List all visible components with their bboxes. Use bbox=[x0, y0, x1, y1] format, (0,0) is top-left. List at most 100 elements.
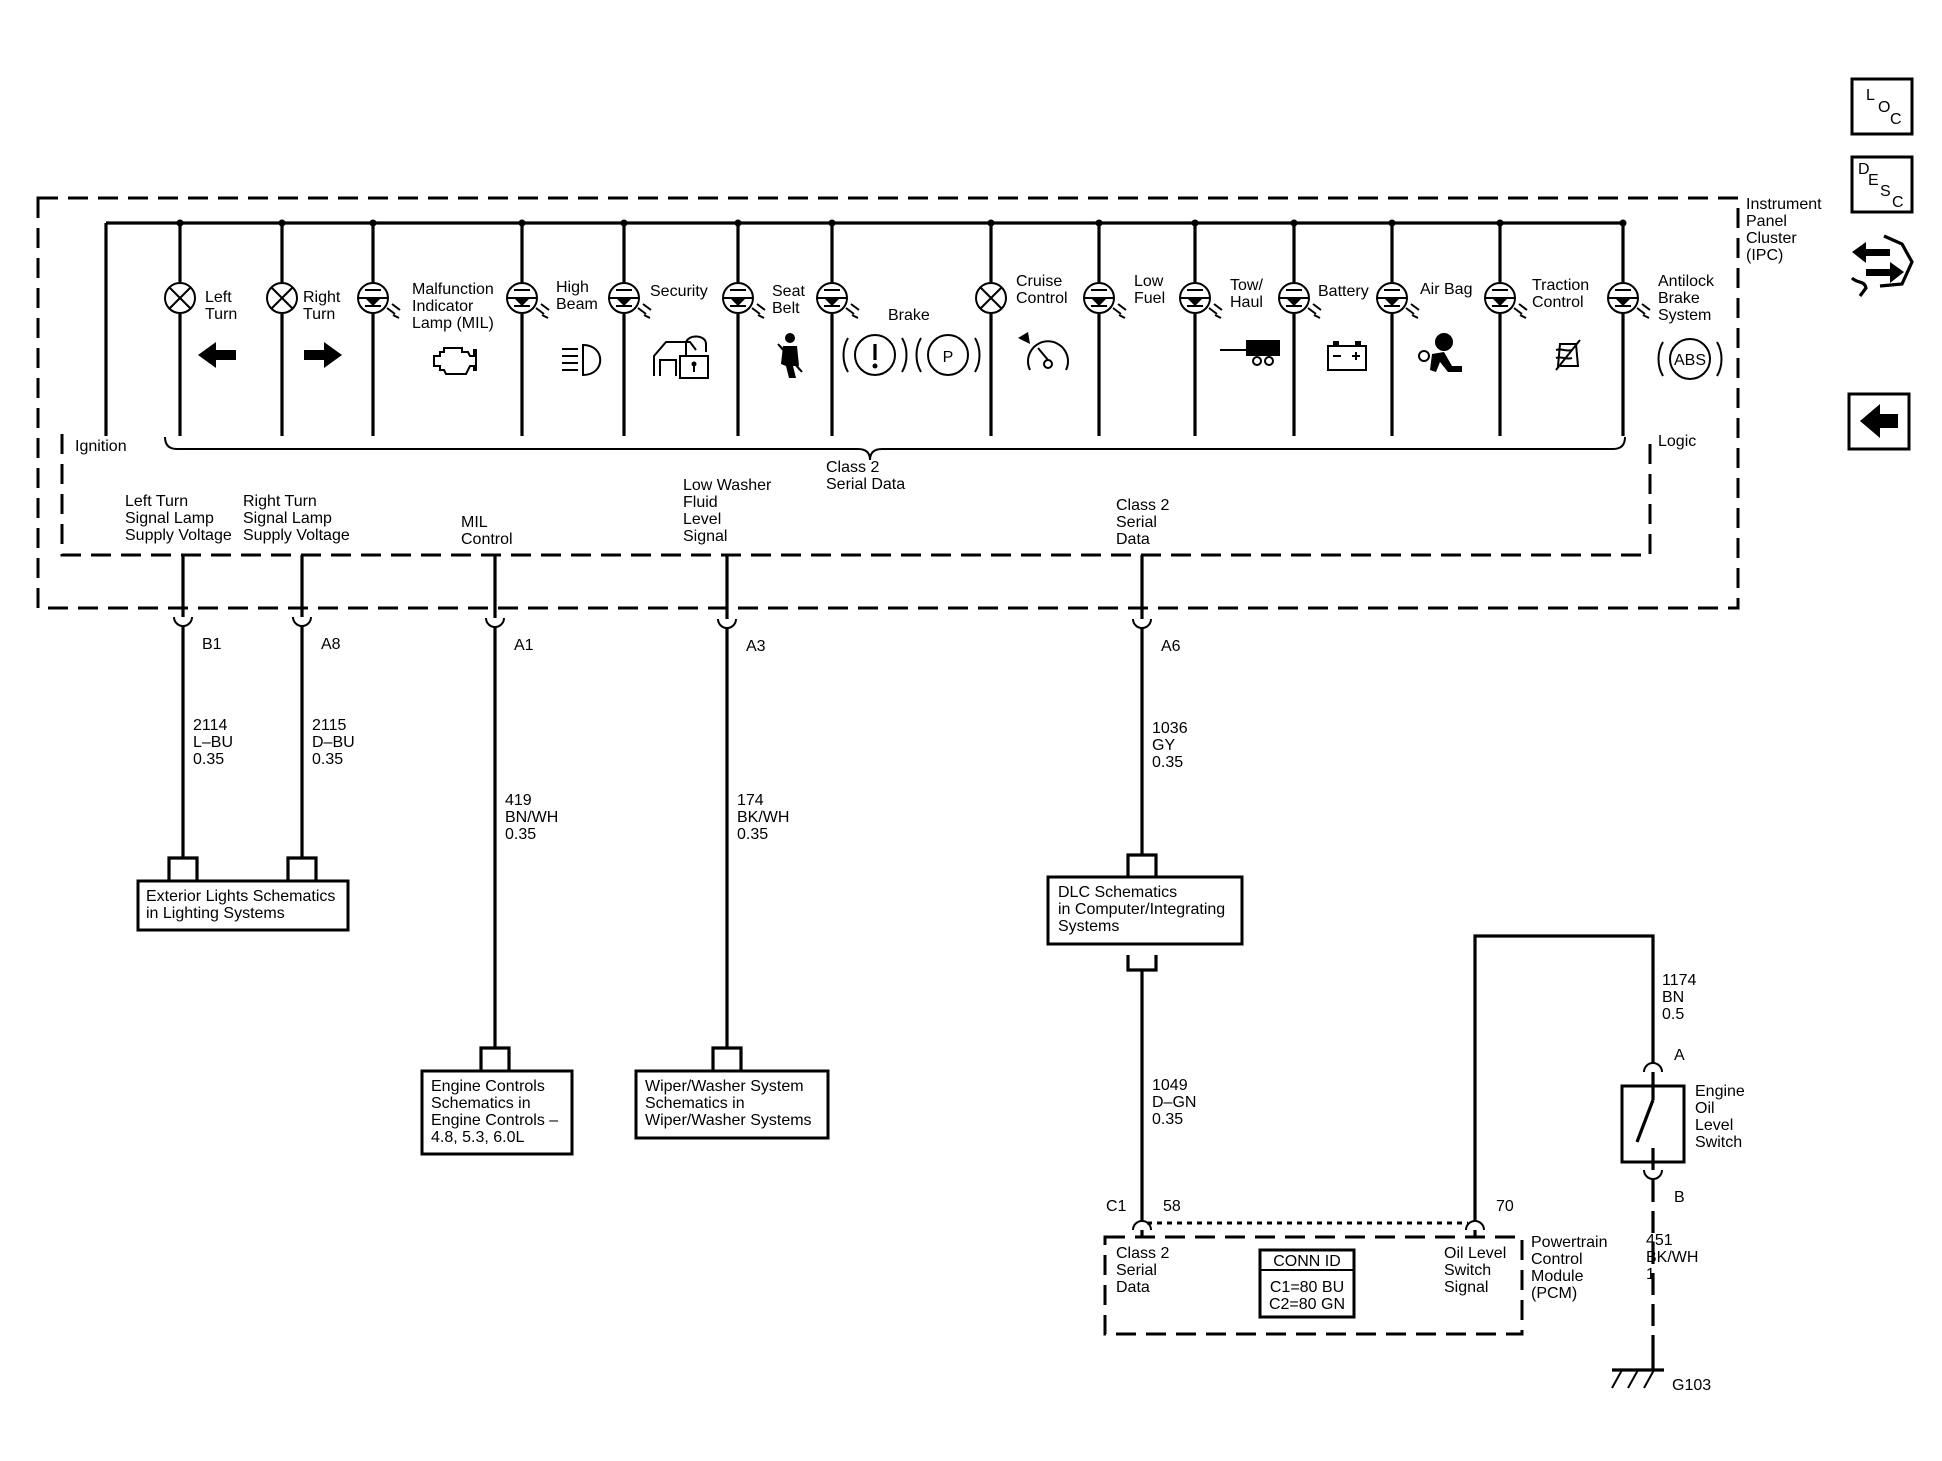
led-icon bbox=[1607, 282, 1651, 319]
dlc-reference[interactable]: DLC Schematics in Computer/Integrating S… bbox=[1046, 875, 1244, 946]
indicator-label-10-line-2: Haul bbox=[1230, 294, 1263, 311]
signal-label-a8-line-2: Signal Lamp bbox=[243, 510, 332, 527]
conn-id-c1: C1=80 BU bbox=[1270, 1279, 1344, 1296]
indicator-label-7-line-1: Brake bbox=[888, 307, 930, 324]
ipc-indicator-columns bbox=[164, 219, 1651, 436]
harness-connector-a1 bbox=[479, 1046, 511, 1071]
signal-label-b1-line-3: Supply Voltage bbox=[125, 527, 232, 544]
tow-haul-icon bbox=[1220, 340, 1280, 366]
engine-ref-line-2: Schematics in bbox=[431, 1095, 531, 1112]
led-icon bbox=[1278, 282, 1322, 319]
led-icon bbox=[1376, 282, 1420, 319]
ignition-label: Ignition bbox=[75, 438, 127, 455]
ground-g103-icon bbox=[1611, 1352, 1664, 1389]
signal-label-a3-line-2: Fluid bbox=[683, 494, 718, 511]
indicator-label-3-line-1: Malfunction bbox=[412, 281, 494, 298]
pcm-pin-70 bbox=[1465, 1220, 1485, 1231]
wire-451-number: 451 bbox=[1646, 1232, 1673, 1249]
wire-451-gauge: 1 bbox=[1646, 1266, 1655, 1283]
wire-1174-gauge: 0.5 bbox=[1662, 1006, 1684, 1023]
switch-pin-a-label: A bbox=[1674, 1047, 1685, 1064]
security-lock-icon bbox=[653, 335, 709, 379]
ipc-title: Instrument Panel Cluster (IPC) bbox=[1746, 196, 1822, 264]
wiper-washer-reference[interactable]: Wiper/Washer System Schematics in Wiper/… bbox=[634, 1069, 830, 1140]
desc-letter-s: S bbox=[1880, 183, 1891, 200]
ipc-logic-boundary bbox=[60, 434, 1652, 557]
desc-button[interactable]: D E S C bbox=[1850, 155, 1914, 214]
wire-label-b1-line-3: 0.35 bbox=[193, 751, 224, 768]
loc-button-icon: L O C bbox=[1866, 87, 1902, 128]
desc-letter-d: D bbox=[1858, 161, 1870, 178]
indicator-label-10-line-1: Tow/ bbox=[1230, 277, 1263, 294]
connector-pin-a1 bbox=[485, 617, 505, 628]
wire-label-b1-line-1: 2114 bbox=[193, 717, 228, 734]
wire-label-a3-line-1: 174 bbox=[737, 792, 764, 809]
pcm-title: Powertrain Control Module (PCM) bbox=[1531, 1234, 1607, 1302]
brake-warning-icon bbox=[842, 334, 908, 376]
signal-label-a3-line-3: Level bbox=[683, 511, 721, 528]
desc-letter-c: C bbox=[1892, 194, 1904, 211]
signal-label-a6-line-3: Data bbox=[1116, 531, 1150, 548]
loc-letter-l: L bbox=[1866, 87, 1875, 104]
pcm-title-line-3: Module bbox=[1531, 1268, 1584, 1285]
wire-1174-number: 1174 bbox=[1662, 972, 1697, 989]
engine-controls-reference[interactable]: Engine Controls Schematics in Engine Con… bbox=[420, 1069, 574, 1156]
connector-pin-a6 bbox=[1132, 618, 1152, 629]
abs-icon: ABS bbox=[1657, 338, 1723, 380]
signal-label-a1-line-2: Control bbox=[461, 531, 513, 548]
battery-icon bbox=[1327, 341, 1367, 371]
indicator-label-6-line-2: Belt bbox=[772, 300, 800, 317]
wiper-ref-line-2: Schematics in bbox=[645, 1095, 745, 1112]
pcm-connector-c1: C1 bbox=[1106, 1198, 1127, 1215]
pcm-pin-58 bbox=[1132, 1220, 1152, 1231]
high-beam-icon bbox=[562, 343, 602, 377]
back-button[interactable] bbox=[1847, 392, 1911, 451]
pcm-pin-70-label: 70 bbox=[1496, 1198, 1514, 1215]
led-icon bbox=[608, 282, 652, 319]
conn-id-title: CONN ID bbox=[1273, 1253, 1341, 1270]
connector-view-button[interactable] bbox=[1850, 234, 1914, 297]
pcm-boundary bbox=[1103, 1235, 1524, 1336]
engine-ref-line-3: Engine Controls – bbox=[431, 1112, 558, 1129]
class2-bus-label-line-1: Class 2 bbox=[826, 459, 879, 476]
pcm-oil-signal-label: Oil Level Switch Signal bbox=[1444, 1245, 1506, 1296]
loc-letter-o: O bbox=[1878, 99, 1890, 116]
back-arrow-icon bbox=[1860, 404, 1898, 438]
pcm-class2-line-3: Data bbox=[1116, 1279, 1150, 1296]
led-icon bbox=[1484, 282, 1528, 319]
bulb-x-icon bbox=[266, 282, 298, 314]
indicator-3 bbox=[357, 219, 401, 436]
engine-oil-level-switch bbox=[1620, 1084, 1686, 1164]
dlc-ref-line-3: Systems bbox=[1058, 918, 1119, 935]
wire-label-a6-line-2: GY bbox=[1152, 737, 1175, 754]
wire-1049-number: 1049 bbox=[1152, 1077, 1188, 1094]
indicator-label-2-line-2: Turn bbox=[303, 306, 335, 323]
indicator-label-12-line-1: Air Bag bbox=[1420, 281, 1472, 298]
indicator-label-4-line-2: Beam bbox=[556, 296, 598, 313]
connector-pin-b1 bbox=[173, 616, 193, 627]
indicator-8 bbox=[975, 219, 1007, 436]
pin-label-b1: B1 bbox=[202, 636, 222, 653]
pcm-class2-line-2: Serial bbox=[1116, 1262, 1157, 1279]
exterior-ref-line-1: Exterior Lights Schematics bbox=[146, 888, 335, 905]
left-arrow-icon bbox=[198, 342, 236, 368]
wire-451-color: BK/WH bbox=[1646, 1249, 1698, 1266]
indicator-label-14-line-3: System bbox=[1658, 307, 1711, 324]
signal-label-a8-line-3: Supply Voltage bbox=[243, 527, 350, 544]
indicator-label-4-line-1: High bbox=[556, 279, 589, 296]
exterior-lights-reference[interactable]: Exterior Lights Schematics in Lighting S… bbox=[136, 879, 350, 932]
indicator-label-6-line-1: Seat bbox=[772, 283, 805, 300]
indicator-label-11-line-1: Battery bbox=[1318, 283, 1369, 300]
ipc-title-line-2: Panel bbox=[1746, 213, 1787, 230]
indicator-6 bbox=[722, 219, 766, 436]
class2-bus-label: Class 2 Serial Data bbox=[826, 459, 905, 493]
pcm-pin-58-label: 58 bbox=[1163, 1198, 1181, 1215]
wire-label-b1-line-2: L–BU bbox=[193, 734, 233, 751]
traction-control-icon bbox=[1555, 339, 1581, 371]
loc-button[interactable]: L O C bbox=[1850, 77, 1914, 136]
